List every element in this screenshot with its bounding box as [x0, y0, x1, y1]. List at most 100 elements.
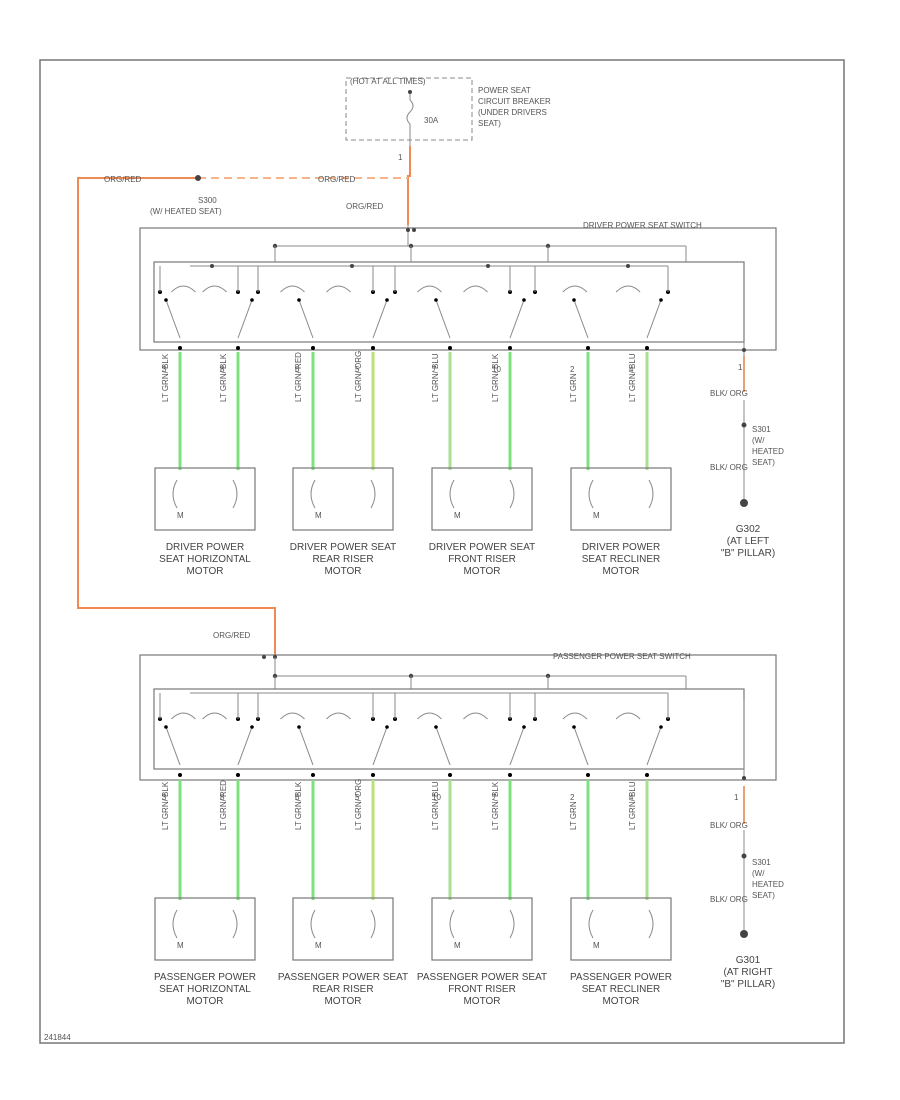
driver-blade: [646, 299, 662, 339]
passenger-motor-box-2: [292, 897, 394, 961]
breaker-pin: 1: [398, 153, 403, 162]
driver-pin-dot: [586, 346, 590, 350]
breaker-rating: 30A: [424, 116, 439, 125]
passenger-motor-name-2: PASSENGER POWER SEAT: [278, 972, 408, 983]
driver-blade: [435, 299, 451, 339]
driver-contact-arc: [171, 285, 196, 293]
driver-motor-name-3: MOTOR: [463, 566, 500, 577]
feed-wire-left: [77, 177, 276, 655]
driver-pin-dot: [178, 346, 182, 350]
passenger-motor-box-1: [154, 897, 256, 961]
feed-label-left: ORG/RED: [104, 175, 142, 184]
passenger-motor-symbol: M: [315, 941, 322, 950]
driver-motor-winding: [449, 479, 455, 509]
passenger-motor-name-1: PASSENGER POWER: [154, 972, 256, 983]
passenger-motor-symbol: M: [454, 941, 461, 950]
passenger-blade: [646, 726, 662, 766]
driver-pin-label-4: 5: [355, 365, 360, 374]
driver-blade: [372, 299, 388, 339]
driver-motor-box-4: [570, 467, 672, 531]
passenger-motor-name-3: MOTOR: [463, 996, 500, 1007]
driver-ground-splice-2: (W/: [752, 436, 765, 445]
passenger-blade: [237, 726, 253, 766]
passenger-wire-label-5: LT GRN/ BLU: [431, 781, 440, 830]
splice-note: (W/ HEATED SEAT): [150, 207, 222, 216]
passenger-wire-label-8: LT GRN/ BLU: [628, 781, 637, 830]
passenger-switch-title: PASSENGER POWER SEAT SWITCH: [553, 652, 691, 661]
passenger-wire-label-2: LT GRN/ RED: [219, 780, 228, 830]
driver-blade: [573, 299, 589, 339]
driver-pin-dot: [311, 346, 315, 350]
passenger-motor-winding: [648, 909, 654, 939]
driver-blade-pivot: [385, 298, 389, 302]
passenger-motor-name-2: REAR RISER: [312, 984, 373, 995]
driver-motor-name-4: MOTOR: [602, 566, 639, 577]
driver-contact-arc: [280, 285, 305, 293]
driver-motor-winding: [509, 479, 515, 509]
driver-motor-winding: [172, 479, 178, 509]
passenger-motor-name-3: PASSENGER POWER SEAT: [417, 972, 547, 983]
driver-pin-dot: [448, 346, 452, 350]
passenger-motor-name-1: MOTOR: [186, 996, 223, 1007]
driver-pin-label-2: 8: [220, 365, 225, 374]
driver-motor-name-1: SEAT HORIZONTAL: [159, 554, 251, 565]
driver-pin-dot: [236, 346, 240, 350]
passenger-blade-pivot: [164, 725, 168, 729]
passenger-switch-box: [139, 654, 777, 781]
passenger-motor-box-3: [431, 897, 533, 961]
driver-ground-name-3: "B" PILLAR): [721, 548, 775, 559]
passenger-blade-pivot: [385, 725, 389, 729]
passenger-motor-winding: [449, 909, 455, 939]
driver-contact-arc: [562, 285, 588, 293]
passenger-pin-label-6: 7: [492, 793, 497, 802]
driver-pin-label-6: 10: [492, 365, 501, 374]
driver-contact-arc: [202, 285, 227, 293]
passenger-pin-dot: [586, 773, 590, 777]
breaker-label-1: POWER SEAT: [478, 86, 531, 95]
driver-blade-pivot: [659, 298, 663, 302]
driver-ground-pin: 1: [738, 363, 743, 372]
driver-wire-label-6: LT GRN/ BLK: [491, 353, 500, 402]
passenger-blade: [435, 726, 451, 766]
passenger-motor-name-4: SEAT RECLINER: [582, 984, 661, 995]
passenger-contact-arc: [463, 712, 488, 720]
passenger-ground-wire-top: BLK/ ORG: [710, 821, 748, 830]
driver-motor-winding: [648, 479, 654, 509]
passenger-wire-label-7: LT GRN: [569, 801, 578, 830]
driver-motor-name-1: MOTOR: [186, 566, 223, 577]
passenger-ground-symbol: [740, 930, 748, 938]
driver-blade-pivot: [434, 298, 438, 302]
driver-ground-name-2: (AT LEFT: [727, 536, 769, 547]
driver-blade-pivot: [572, 298, 576, 302]
breaker-label-2: CIRCUIT BREAKER: [478, 97, 551, 106]
passenger-pin-dot: [645, 773, 649, 777]
passenger-motor-name-2: MOTOR: [324, 996, 361, 1007]
passenger-contact-arc: [202, 712, 227, 720]
passenger-pin-label-3: 6: [295, 793, 300, 802]
driver-ground-splice-4: SEAT): [752, 458, 775, 467]
driver-ground-wire-bottom: BLK/ ORG: [710, 463, 748, 472]
passenger-pin-dot: [178, 773, 182, 777]
breaker-label-4: SEAT): [478, 119, 501, 128]
passenger-motor-winding: [172, 909, 178, 939]
feed-wires: ORG/RED ORG/RED ORG/RED ORG/RED S300 (W/…: [77, 146, 411, 655]
passenger-ground-splice-2: (W/: [752, 869, 765, 878]
passenger-motor-winding: [588, 909, 594, 939]
passenger-wire-label-1: LT GRN/ BLK: [161, 781, 170, 830]
driver-wire-label-7: LT GRN: [569, 373, 578, 402]
driver-ground-splice-1: S301: [752, 425, 771, 434]
passenger-blade-pivot: [297, 725, 301, 729]
driver-pin-dot: [371, 346, 375, 350]
passenger-blade: [372, 726, 388, 766]
driver-motor-winding: [370, 479, 376, 509]
passenger-pin-label-2: 8: [220, 793, 225, 802]
splice-name: S300: [198, 196, 217, 205]
passenger-pin-label-4: 5: [355, 793, 360, 802]
passenger-blade: [509, 726, 525, 766]
passenger-pin-dot: [371, 773, 375, 777]
passenger-pin-label-5: 10: [432, 793, 441, 802]
passenger-contact-arc: [562, 712, 588, 720]
passenger-pin-dot: [236, 773, 240, 777]
passenger-motor-symbol: M: [593, 941, 600, 950]
